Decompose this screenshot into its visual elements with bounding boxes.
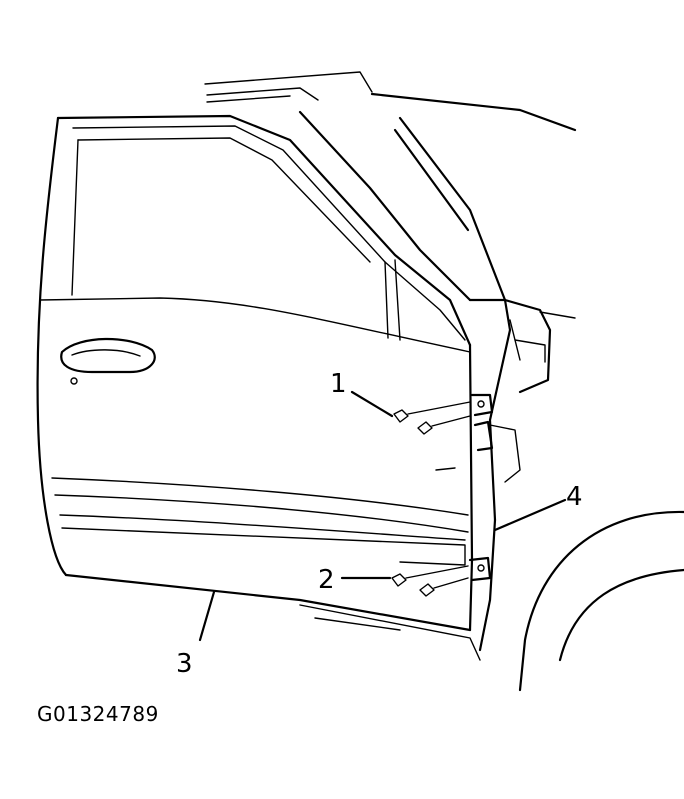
leader-lines bbox=[198, 390, 567, 642]
callout-1: 1 bbox=[330, 369, 347, 399]
door-handle bbox=[60, 337, 156, 385]
upper-hinge-bolts bbox=[393, 401, 471, 435]
roof-outline bbox=[204, 71, 577, 302]
a-pillar bbox=[298, 110, 512, 652]
lower-hinge bbox=[468, 556, 492, 582]
figure-id: G01324789 bbox=[37, 702, 159, 726]
upper-hinge bbox=[435, 393, 521, 483]
lower-hinge-bolts bbox=[391, 565, 469, 597]
callout-2: 2 bbox=[318, 565, 335, 595]
door-panel bbox=[36, 114, 481, 661]
cowl-bracket bbox=[503, 298, 576, 394]
callout-3: 3 bbox=[176, 649, 193, 679]
callout-4: 4 bbox=[566, 482, 583, 512]
fender-arc bbox=[518, 510, 684, 692]
